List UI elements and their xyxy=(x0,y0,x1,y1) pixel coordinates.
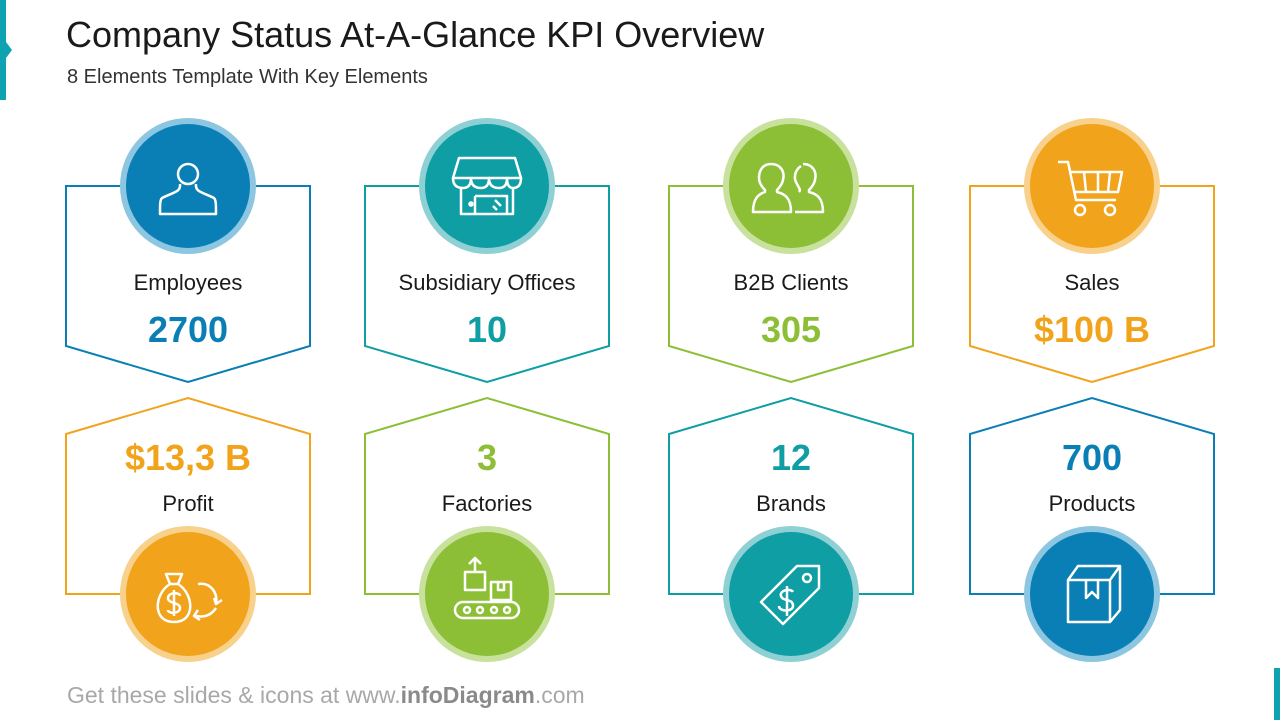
footer-credit: Get these slides & icons at www.infoDiag… xyxy=(67,682,585,709)
left-accent-bar xyxy=(0,0,12,100)
top-card-subsidiary-offices xyxy=(364,118,610,384)
profit-value: $13,3 B xyxy=(124,437,252,478)
brands-value: 12 xyxy=(770,437,812,478)
employees-value: 2700 xyxy=(147,309,229,350)
top-card-b2b-clients xyxy=(668,118,914,384)
top-card-employees xyxy=(65,118,311,384)
products-label: Products xyxy=(1048,491,1136,516)
right-accent-bar xyxy=(1274,668,1280,720)
sales-value: $100 B xyxy=(1033,309,1151,350)
subsidiary-offices-label: Subsidiary Offices xyxy=(398,270,576,295)
footer-prefix: Get these slides & icons at www. xyxy=(67,682,401,708)
top-card-sales xyxy=(969,118,1215,384)
employees-label: Employees xyxy=(133,270,243,295)
profit-label: Profit xyxy=(162,491,214,516)
b2b-clients-label: B2B Clients xyxy=(733,270,849,295)
page-title: Company Status At-A-Glance KPI Overview xyxy=(66,14,765,55)
bottom-card-products xyxy=(969,396,1215,662)
bottom-card-profit xyxy=(65,396,311,662)
products-value: 700 xyxy=(1061,437,1123,478)
footer-suffix: .com xyxy=(534,682,585,708)
brands-label: Brands xyxy=(756,491,826,516)
bottom-card-brands xyxy=(668,396,914,662)
page-subtitle: 8 Elements Template With Key Elements xyxy=(67,66,428,88)
bottom-card-factories xyxy=(364,396,610,662)
factories-value: 3 xyxy=(476,437,498,478)
subsidiary-offices-value: 10 xyxy=(466,309,508,350)
sales-label: Sales xyxy=(1064,270,1120,295)
b2b-clients-value: 305 xyxy=(760,309,822,350)
factories-label: Factories xyxy=(441,491,533,516)
footer-brand[interactable]: infoDiagram xyxy=(400,682,535,708)
